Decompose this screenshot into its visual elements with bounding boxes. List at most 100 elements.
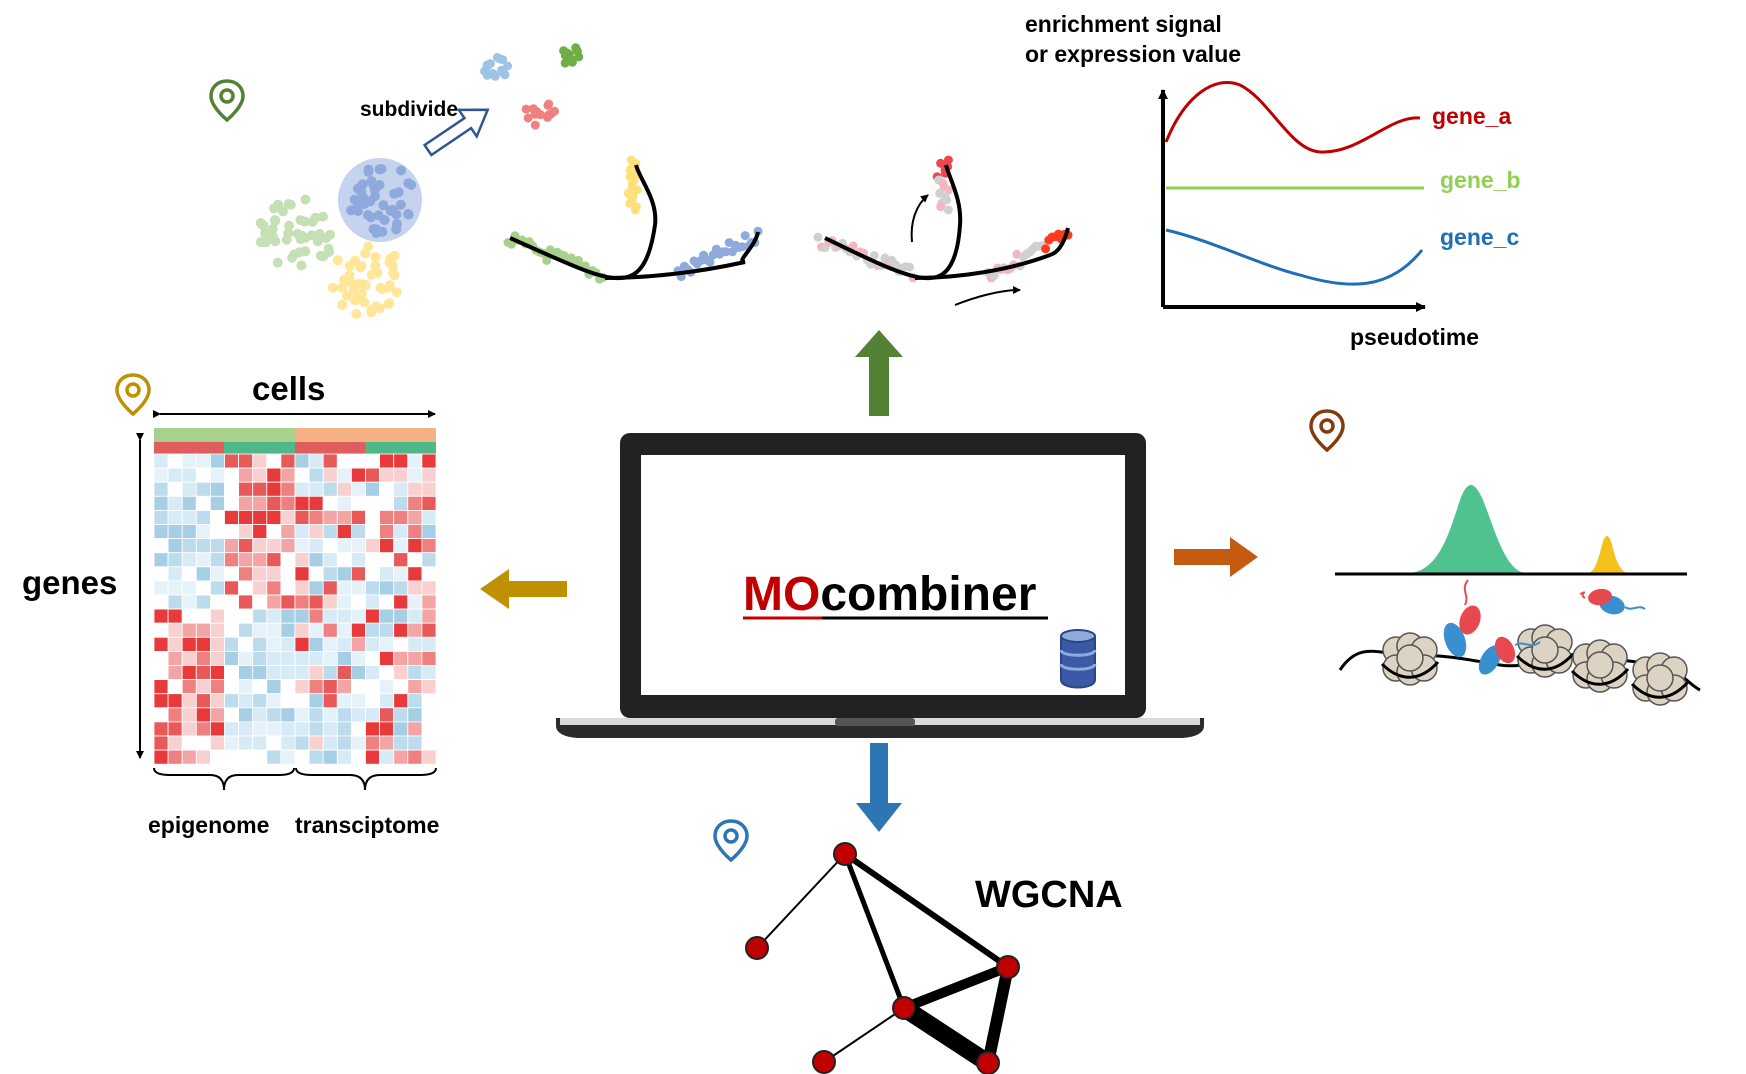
scatter-point: [391, 287, 402, 298]
subdivide-arrow: [422, 108, 490, 157]
heatmap-cell: [308, 566, 324, 582]
heatmap-cell: [407, 495, 423, 511]
heatmap-cell: [336, 538, 352, 554]
heatmap-cell: [153, 509, 169, 525]
heatmap-cell: [238, 481, 254, 497]
heatmap-cell: [421, 552, 437, 568]
heatmap-cell: [181, 524, 197, 540]
heatmap-cell: [294, 608, 310, 624]
heatmap-cell: [167, 580, 183, 596]
heatmap-cell: [181, 566, 197, 582]
scatter-point: [571, 43, 581, 53]
heatmap-cell: [365, 481, 381, 497]
scatter-point: [327, 282, 338, 293]
heatmap-cell: [224, 622, 240, 638]
heatmap-cell: [350, 622, 366, 638]
heatmap-cell: [280, 566, 296, 582]
heatmap-cell: [252, 735, 268, 751]
heatmap-cell: [421, 566, 437, 582]
heatmap-cell: [209, 524, 225, 540]
heatmap-cell: [280, 580, 296, 596]
heatmap-cell: [280, 679, 296, 695]
heatmap-cell: [252, 580, 268, 596]
scatter-point: [363, 164, 374, 175]
heatmap-cell: [238, 636, 254, 652]
heatmap-cell: [365, 749, 381, 765]
heatmap-cell: [153, 552, 169, 568]
heatmap-cell: [421, 509, 437, 525]
scatter-point: [281, 234, 292, 245]
heatmap-cell: [209, 538, 225, 554]
heatmap-cell: [280, 749, 296, 765]
scatter-point: [632, 185, 642, 195]
scatter-point: [370, 191, 380, 202]
subcluster-lightblue: [480, 52, 513, 81]
heatmap-cell: [280, 735, 296, 751]
heatmap-cell: [238, 622, 254, 638]
heatmap-cell: [322, 481, 338, 497]
heatmap-cell: [379, 636, 395, 652]
heatmap-cell: [379, 481, 395, 497]
scatter-point: [383, 299, 394, 310]
heatmap-cell: [266, 735, 282, 751]
heatmap-cell: [195, 693, 211, 709]
heatmap-cell: [379, 707, 395, 723]
heatmap-cell: [294, 495, 310, 511]
heatmap-cell: [294, 665, 310, 681]
heatmap-cell: [365, 665, 381, 681]
laptop-screen: [641, 455, 1125, 695]
heatmap-cell: [421, 524, 437, 540]
heatmap-cell: [209, 749, 225, 765]
heatmap-cell: [195, 665, 211, 681]
heatmap-cell: [209, 693, 225, 709]
heatmap-cell: [224, 665, 240, 681]
heatmap-cell: [252, 665, 268, 681]
heatmap-cell: [238, 665, 254, 681]
heatmap-cell: [167, 594, 183, 610]
heatmap-cell: [153, 453, 169, 469]
heatmap-cell: [421, 707, 437, 723]
scatter-point: [344, 261, 355, 272]
scatter-point: [521, 104, 531, 114]
scatter-point: [625, 198, 635, 208]
heatmap-cell: [224, 552, 240, 568]
heatmap-cell: [294, 693, 310, 709]
heatmap-cell: [280, 665, 296, 681]
heatmap-cell: [308, 481, 324, 497]
heatmap-cell: [238, 524, 254, 540]
heatmap-cell: [167, 693, 183, 709]
heatmap-cell: [252, 721, 268, 737]
heatmap-cell: [393, 594, 409, 610]
scatter-point: [905, 262, 914, 272]
heatmap-cell: [209, 721, 225, 737]
heatmap-cell: [224, 693, 240, 709]
scatter-point: [943, 155, 953, 165]
heatmap-cell: [350, 608, 366, 624]
heatmap-cell: [322, 453, 338, 469]
heatmap-cell: [195, 538, 211, 554]
heatmap-cell: [167, 453, 183, 469]
heatmap-cell: [224, 679, 240, 695]
trajectory-branch-right: [604, 231, 760, 280]
heatmap-cell: [421, 453, 437, 469]
heatmap-cell: [379, 749, 395, 765]
heatmap-cell: [195, 495, 211, 511]
heatmap-cell: [195, 552, 211, 568]
scatter-point: [403, 178, 414, 189]
scatter-point: [630, 205, 640, 215]
heatmap-cell: [393, 636, 409, 652]
heatmap-cell: [308, 693, 324, 709]
scatter-point: [289, 249, 300, 260]
heatmap-cell: [238, 679, 254, 695]
heatmap-cell: [322, 495, 338, 511]
scatter-point: [312, 236, 323, 247]
heatmap-cell: [294, 467, 310, 483]
scatter-point: [721, 247, 731, 257]
scatter-point: [300, 232, 311, 243]
heatmap-cell: [379, 622, 395, 638]
trajectory2-branch-right: [914, 227, 1070, 280]
scatter-point: [377, 284, 388, 294]
subcluster-green: [559, 43, 584, 68]
heatmap-cell: [252, 481, 268, 497]
heatmap-cell: [167, 552, 183, 568]
